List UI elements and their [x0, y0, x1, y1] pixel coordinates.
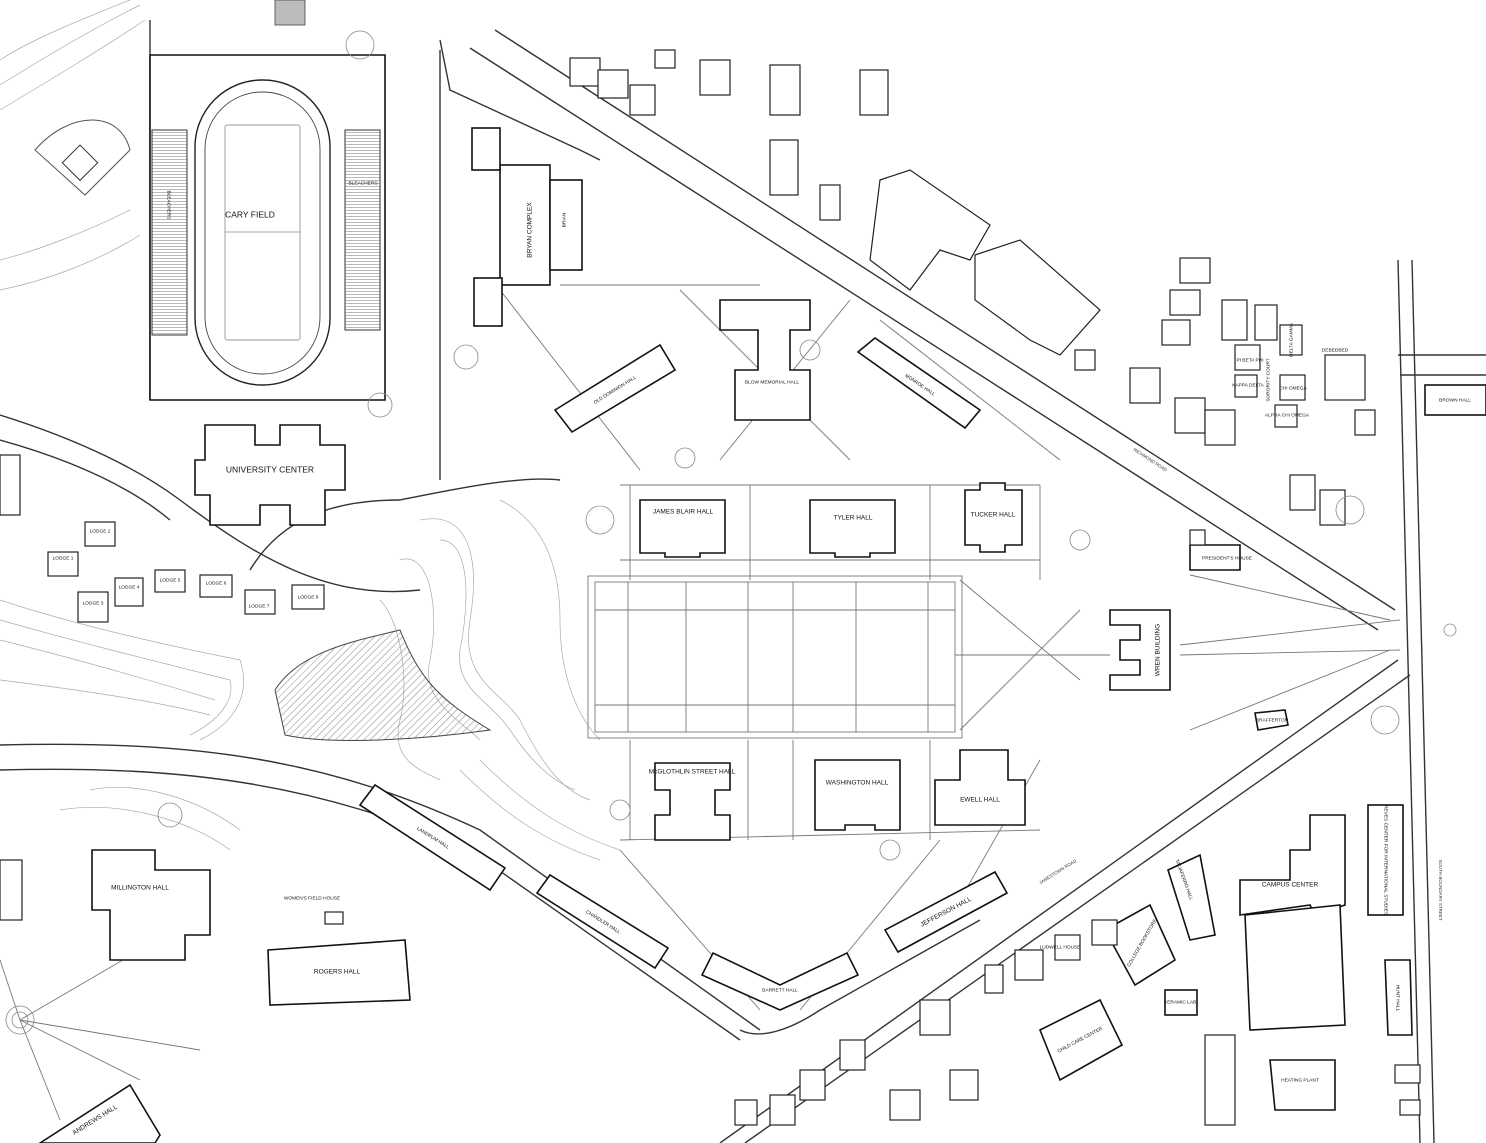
building-reves-center[interactable] — [1367, 804, 1404, 916]
building-lodge-5[interactable] — [154, 569, 186, 593]
label-presidents-house: PRESIDENT'S HOUSE — [1202, 555, 1252, 561]
label-ebb-house: DEBEDBED — [1322, 347, 1349, 353]
building-presidents-house[interactable] — [1189, 544, 1241, 571]
building-brown-hall[interactable] — [1424, 384, 1486, 416]
walkways — [0, 284, 1401, 1121]
building-lodge-6[interactable] — [199, 574, 233, 598]
label-lodge-2: LODGE 2 — [90, 528, 111, 534]
building-lodge-3[interactable] — [77, 591, 109, 623]
label-james-blair: JAMES BLAIR HALL — [653, 509, 714, 516]
building-lodge-1[interactable] — [47, 551, 79, 577]
building-brian[interactable] — [549, 179, 583, 271]
label-lodge-1: LODGE 1 — [53, 555, 74, 561]
label-kappa-delta: KAPPA DELTA — [1232, 382, 1264, 388]
label-lodge-6: LODGE 6 — [206, 580, 227, 586]
label-alpha-chi: ALPHA CHI OMEGA — [1265, 412, 1310, 418]
building-lodge-7[interactable] — [244, 589, 276, 615]
building-lodge-2[interactable] — [84, 521, 116, 547]
label-blow-memorial: BLOW MEMORIAL HALL — [745, 379, 800, 385]
building-ceramic-lab[interactable] — [1164, 989, 1198, 1016]
trees — [5, 30, 1457, 1035]
building-womens-field-house[interactable] — [324, 911, 344, 925]
building-tucker-hall[interactable] — [964, 482, 1023, 553]
label-pi-beta: PI BETA PHI — [1236, 357, 1263, 363]
label-bryan-complex: BRYAN COMPLEX — [527, 202, 534, 258]
label-barrett-hall: BARRETT HALL — [762, 987, 798, 993]
label-heating-plant: HEATING PLANT — [1281, 1077, 1319, 1083]
label-millington-hall: MILLINGTON HALL — [111, 885, 169, 892]
cary-field-stadium: CARY FIELD BLEACHERS BLEACHERS — [34, 54, 386, 401]
label-rogers-hall: ROGERS HALL — [314, 969, 361, 976]
building-ewell-hall[interactable] — [934, 749, 1026, 826]
label-sorority-court: SORORITY COURT — [1265, 358, 1271, 401]
label-hunt-hall: HUNT HALL — [1395, 985, 1401, 1012]
label-cary-field: CARY FIELD — [225, 209, 275, 219]
label-washington-hall: WASHINGTON HALL — [826, 780, 889, 787]
building-heating-plant[interactable] — [1269, 1059, 1336, 1111]
building-college-bookstore[interactable] — [1103, 903, 1177, 987]
label-mcglothlin: McGLOTHLIN STREET HALL — [649, 769, 736, 776]
building-brafferton[interactable] — [1254, 709, 1289, 731]
building-campus-center[interactable] — [1239, 814, 1346, 916]
building-monroe-hall[interactable] — [856, 336, 982, 430]
label-chi-omega: CHI OMEGA — [1279, 385, 1307, 391]
label-ewell-hall: EWELL HALL — [960, 797, 1000, 804]
label-wren-building: WREN BUILDING — [1155, 624, 1162, 676]
label-campus-center: CAMPUS CENTER — [1262, 882, 1319, 889]
hatched-lawn — [274, 629, 492, 741]
label-ludwell: LUDWELL HOUSE — [1040, 944, 1081, 950]
building-wren[interactable] — [1109, 609, 1171, 691]
label-bleachers-left: BLEACHERS — [166, 190, 172, 219]
label-university-center: UNIVERSITY CENTER — [226, 464, 314, 474]
label-brian: BRIAN — [561, 212, 567, 227]
building-child-care[interactable] — [1038, 998, 1124, 1082]
buildings: UNIVERSITY CENTER BRYAN COMPLEX BRIAN OL… — [0, 49, 1486, 1143]
label-lodge-8: LODGE 8 — [298, 594, 319, 600]
label-lodge-7: LODGE 7 — [249, 603, 270, 609]
label-delta-gamma: DELTA GAMMA — [1288, 322, 1294, 357]
building-chandler-hall[interactable] — [535, 873, 670, 970]
building-rogers-hall[interactable] — [267, 939, 411, 1006]
label-brafferton: BRAFFERTON — [1256, 717, 1289, 723]
label-brown-hall: BROWN HALL — [1439, 397, 1471, 403]
building-james-blair[interactable] — [639, 499, 726, 558]
roads — [0, 20, 1486, 1143]
building-washington-hall[interactable] — [814, 759, 901, 831]
building-lodge-8[interactable] — [291, 584, 325, 610]
building-jefferson-hall[interactable] — [883, 870, 1009, 954]
label-lodge-3: LODGE 3 — [83, 600, 104, 606]
label-jamestown-road: JAMESTOWN ROAD — [1038, 858, 1078, 885]
label-tyler-hall: TYLER HALL — [833, 515, 872, 522]
label-south-boundary: SOUTH BOUNDARY STREET — [1438, 859, 1443, 921]
label-bleachers-right: BLEACHERS — [348, 180, 377, 186]
building-millington-hall[interactable] — [91, 849, 211, 961]
label-womens-field-house: WOMEN'S FIELD HOUSE — [284, 895, 340, 901]
label-lodge-5: LODGE 5 — [160, 577, 181, 583]
label-lodge-4: LODGE 4 — [119, 584, 140, 590]
top-structure — [274, 0, 306, 26]
label-reves-center: REVES CENTER FOR INTERNATIONAL STUDIES — [1383, 805, 1389, 915]
building-andrews-hall[interactable] — [38, 1083, 161, 1143]
label-tucker-hall: TUCKER HALL — [971, 512, 1016, 519]
building-landrum-hall[interactable] — [358, 783, 507, 892]
building-bryan-complex[interactable] — [499, 164, 551, 286]
building-mcglothlin[interactable] — [654, 762, 731, 841]
building-barrett-hall[interactable] — [700, 951, 860, 1011]
building-university-center[interactable] — [194, 424, 346, 526]
label-ceramic-lab: CERAMIC LAB — [1164, 999, 1197, 1005]
building-old-dominion[interactable] — [553, 343, 677, 434]
building-hunt-hall[interactable] — [1384, 959, 1413, 1036]
building-taliaferro[interactable] — [1167, 853, 1216, 941]
building-tyler-hall[interactable] — [809, 499, 896, 558]
building-blow-memorial[interactable] — [719, 299, 811, 421]
building-lodge-4[interactable] — [114, 577, 144, 607]
